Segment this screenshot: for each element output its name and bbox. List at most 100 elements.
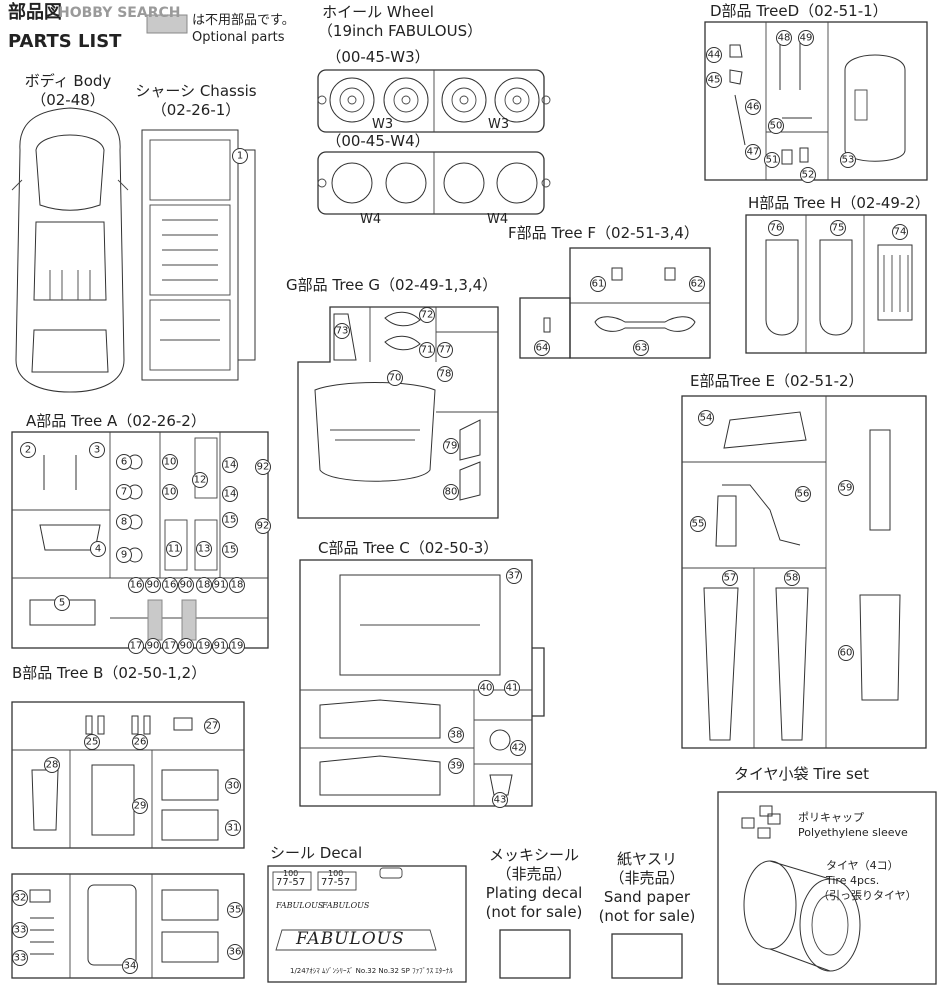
decal-brand-small-2: FABULOUS <box>322 901 370 910</box>
part-number-19: 19 <box>196 638 212 654</box>
part-number-46: 46 <box>745 99 761 115</box>
wheel-w3-label-1: W3 <box>372 117 394 132</box>
part-number-10: 10 <box>162 484 178 500</box>
part-number-12: 12 <box>192 472 208 488</box>
svg-text:59: 59 <box>840 483 853 494</box>
svg-text:28: 28 <box>46 760 59 771</box>
tree-g-frame <box>297 306 499 519</box>
part-number-36: 36 <box>227 944 243 960</box>
part-number-4: 4 <box>90 541 106 557</box>
part-number-58: 58 <box>784 570 800 586</box>
part-number-9: 9 <box>116 547 132 563</box>
part-number-77: 77 <box>437 342 453 358</box>
svg-text:64: 64 <box>536 343 549 354</box>
plating-en2: (not for sale) <box>485 903 583 921</box>
part-number-13: 13 <box>196 541 212 557</box>
svg-text:37: 37 <box>508 571 521 582</box>
svg-text:60: 60 <box>840 648 853 659</box>
svg-text:90: 90 <box>147 641 160 652</box>
part-number-7: 7 <box>116 484 132 500</box>
part-number-37: 37 <box>506 568 522 584</box>
svg-text:12: 12 <box>194 475 207 486</box>
svg-text:92: 92 <box>257 521 270 532</box>
tire-set-box <box>717 791 937 985</box>
tree-c-title: C部品 Tree C（02-50-3） <box>318 539 499 557</box>
sandpaper-box <box>611 933 683 979</box>
decal-plate-1: 77-57 <box>276 877 306 888</box>
part-number-39: 39 <box>448 758 464 774</box>
svg-text:4: 4 <box>95 544 101 555</box>
legend-en: Optional parts <box>192 30 285 45</box>
decal-plate-top-1: 100 <box>283 869 299 878</box>
part-number-14: 14 <box>222 486 238 502</box>
part-number-60: 60 <box>838 645 854 661</box>
svg-text:76: 76 <box>770 223 783 234</box>
svg-text:11: 11 <box>168 544 181 555</box>
svg-text:10: 10 <box>164 457 177 468</box>
part-number-27: 27 <box>204 718 220 734</box>
tree-e-frame <box>681 395 927 749</box>
part-number-78: 78 <box>437 366 453 382</box>
svg-text:16: 16 <box>164 580 177 591</box>
part-number-38: 38 <box>448 727 464 743</box>
wheel-w4-code: （00-45-W4） <box>326 132 430 150</box>
title-jp: 部品図 <box>8 2 62 23</box>
svg-text:30: 30 <box>227 781 240 792</box>
svg-text:54: 54 <box>700 413 713 424</box>
svg-text:47: 47 <box>747 147 760 158</box>
part-number-26: 26 <box>132 734 148 750</box>
svg-text:77: 77 <box>439 345 452 356</box>
part-number-43: 43 <box>492 792 508 808</box>
tree-e-title: E部品Tree E（02-51-2） <box>690 372 864 390</box>
svg-text:42: 42 <box>512 743 525 754</box>
part-number-5: 5 <box>54 595 70 611</box>
part-number-17: 17 <box>162 638 178 654</box>
part-number-49: 49 <box>798 30 814 46</box>
wheel-w3-frame <box>317 69 551 133</box>
part-number-79: 79 <box>443 438 459 454</box>
svg-text:26: 26 <box>134 737 147 748</box>
tree-d-frame <box>704 21 928 181</box>
wheel-w4-label-2: W4 <box>487 212 509 227</box>
decal-plate-2: 77-57 <box>321 877 351 888</box>
svg-text:45: 45 <box>708 75 721 86</box>
svg-text:92: 92 <box>257 462 270 473</box>
chassis-code: （02-26-1） <box>151 101 241 119</box>
part-number-8: 8 <box>116 514 132 530</box>
part-number-34: 34 <box>122 958 138 974</box>
svg-text:55: 55 <box>692 519 705 530</box>
part-number-92: 92 <box>255 459 271 475</box>
svg-text:16: 16 <box>130 580 143 591</box>
body-code: （02-48） <box>31 91 105 109</box>
part-number-70: 70 <box>387 370 403 386</box>
svg-text:10: 10 <box>164 487 177 498</box>
wheel-sub: （19inch FABULOUS） <box>317 22 483 40</box>
part-number-18: 18 <box>196 577 212 593</box>
body-title: ボディ Body <box>24 72 112 90</box>
decal-footer: 1/24ｱｵｼﾏ ﾑｿﾞﾝｼﾘｰｽﾞ No.32 No.32 SP ﾌｧﾌﾞﾗｽ… <box>290 967 453 975</box>
part-number-14: 14 <box>222 457 238 473</box>
part-number-16: 16 <box>162 577 178 593</box>
svg-text:7: 7 <box>121 487 127 498</box>
part-number-73: 73 <box>334 323 350 339</box>
part-number-17: 17 <box>128 638 144 654</box>
tire-poly-jp: ポリキャップ <box>798 811 864 824</box>
svg-text:71: 71 <box>421 345 434 356</box>
part-number-1: 1 <box>232 148 248 164</box>
tree-d-title: D部品 TreeD（02-51-1） <box>710 2 888 20</box>
part-number-25: 25 <box>84 734 100 750</box>
svg-text:33: 33 <box>14 925 27 936</box>
svg-text:18: 18 <box>231 580 244 591</box>
part-number-64: 64 <box>534 340 550 356</box>
plating-jp: メッキシール <box>488 846 580 864</box>
part-number-52: 52 <box>800 167 816 183</box>
svg-text:70: 70 <box>389 373 402 384</box>
svg-text:57: 57 <box>724 573 737 584</box>
svg-text:34: 34 <box>124 961 137 972</box>
svg-text:17: 17 <box>164 641 177 652</box>
part-number-28: 28 <box>44 757 60 773</box>
wheel-w3-label-2: W3 <box>488 117 510 132</box>
tree-b-frame <box>11 701 245 979</box>
wheel-w4-label-1: W4 <box>360 212 382 227</box>
